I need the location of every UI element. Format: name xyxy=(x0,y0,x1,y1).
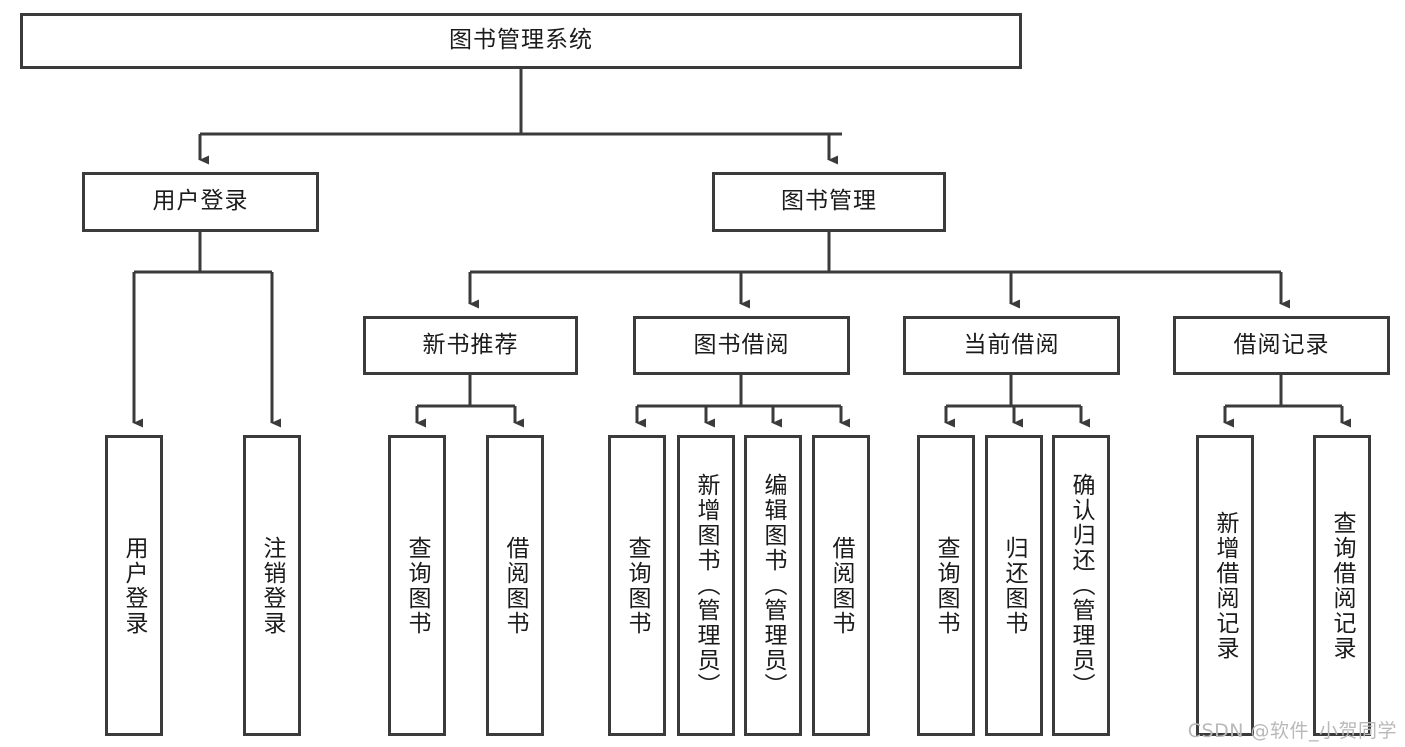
node-leaf-user-login[interactable]: 用户登录 xyxy=(105,435,163,736)
leaf-label: 查询图书 xyxy=(933,535,960,636)
leaf-label: 查询借阅记录 xyxy=(1329,510,1356,661)
node-leaf-borrow-book-1[interactable]: 借阅图书 xyxy=(486,435,544,736)
node-leaf-query-book-3[interactable]: 查询图书 xyxy=(917,435,975,736)
node-current-borrow[interactable]: 当前借阅 xyxy=(903,316,1120,375)
leaf-label: 用户登录 xyxy=(121,535,148,636)
leaf-label: 确认归还（管理员） xyxy=(1068,473,1095,698)
node-new-book-recommend[interactable]: 新书推荐 xyxy=(363,316,578,375)
node-leaf-confirm-return[interactable]: 确认归还（管理员） xyxy=(1052,435,1110,736)
node-leaf-query-record[interactable]: 查询借阅记录 xyxy=(1313,435,1371,736)
leaf-label: 借阅图书 xyxy=(502,535,529,636)
csdn-watermark: CSDN @软件_小贺同学 xyxy=(1187,720,1397,742)
node-leaf-query-book-2[interactable]: 查询图书 xyxy=(608,435,666,736)
node-leaf-add-record[interactable]: 新增借阅记录 xyxy=(1196,435,1254,736)
node-leaf-borrow-book-2[interactable]: 借阅图书 xyxy=(812,435,870,736)
node-borrow-record[interactable]: 借阅记录 xyxy=(1173,316,1390,375)
node-book-borrow[interactable]: 图书借阅 xyxy=(633,316,850,375)
leaf-label: 注销登录 xyxy=(259,535,286,636)
node-leaf-add-book[interactable]: 新增图书（管理员） xyxy=(677,435,735,736)
leaf-label: 归还图书 xyxy=(1001,535,1028,636)
node-leaf-edit-book[interactable]: 编辑图书（管理员） xyxy=(744,435,802,736)
node-root[interactable]: 图书管理系统 xyxy=(20,13,1022,69)
leaf-label: 查询图书 xyxy=(624,535,651,636)
node-leaf-logout[interactable]: 注销登录 xyxy=(243,435,301,736)
leaf-label: 新增图书（管理员） xyxy=(693,473,720,698)
node-user-login[interactable]: 用户登录 xyxy=(82,172,319,232)
node-leaf-return-book[interactable]: 归还图书 xyxy=(985,435,1043,736)
node-leaf-query-book-1[interactable]: 查询图书 xyxy=(388,435,446,736)
leaf-label: 编辑图书（管理员） xyxy=(760,473,787,698)
leaf-label: 借阅图书 xyxy=(828,535,855,636)
node-book-manage[interactable]: 图书管理 xyxy=(712,172,946,232)
leaf-label: 查询图书 xyxy=(404,535,431,636)
leaf-label: 新增借阅记录 xyxy=(1212,510,1239,661)
